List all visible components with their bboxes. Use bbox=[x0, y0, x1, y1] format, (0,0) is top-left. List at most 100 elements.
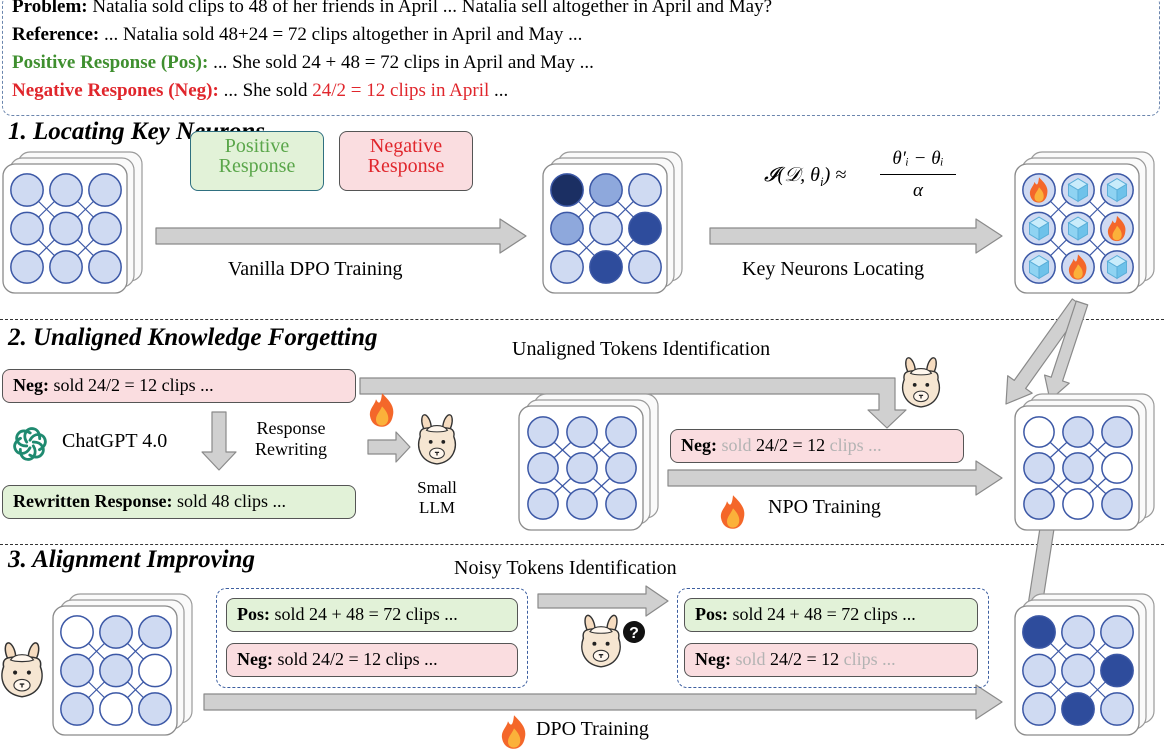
question-mark-icon: ? bbox=[623, 621, 645, 643]
neuron bbox=[99, 653, 133, 688]
neuron bbox=[49, 250, 83, 284]
rewritten-response-pill: Rewritten Response: sold 48 clips ... bbox=[2, 485, 356, 519]
section-divider-1 bbox=[0, 319, 1164, 320]
left-pair-box bbox=[216, 588, 528, 688]
problem-line: Problem: Natalia sold clips to 48 of her… bbox=[12, 0, 772, 18]
right-neg-pill: Neg: sold 24/2 = 12 clips ... bbox=[684, 643, 978, 677]
neuron bbox=[628, 173, 662, 207]
negative-response-box: Negative Response bbox=[339, 131, 473, 191]
arrow-down-left-2 bbox=[1043, 300, 1089, 401]
neuron bbox=[1022, 692, 1056, 726]
neuron bbox=[99, 615, 133, 649]
neuron bbox=[138, 615, 172, 649]
negative-text-after: ... bbox=[489, 80, 509, 101]
positive-response-box: Positive Response bbox=[190, 131, 324, 191]
neural-network-graphic bbox=[1014, 593, 1155, 736]
neuron bbox=[589, 250, 623, 284]
neuron bbox=[88, 211, 122, 246]
neuron bbox=[88, 250, 122, 284]
vanilla-dpo-label: Vanilla DPO Training bbox=[228, 258, 403, 280]
ice-cube-icon bbox=[1028, 216, 1050, 241]
positive-response-label: Positive Response bbox=[218, 135, 296, 177]
importance-formula-lhs: 𝓘(𝒟, θi) ≈ bbox=[764, 164, 847, 189]
neural-network-graphic bbox=[518, 393, 659, 531]
formula-fraction-bar bbox=[880, 174, 956, 175]
neuron bbox=[49, 173, 83, 207]
chatgpt-logo-icon bbox=[13, 427, 47, 461]
network-small-llm bbox=[518, 392, 668, 542]
neuron bbox=[1023, 488, 1055, 520]
aligned-llama-icon bbox=[1, 642, 43, 698]
network-final bbox=[1014, 592, 1164, 747]
negative-line: Negative Respones (Neg): ... She sold 24… bbox=[12, 80, 508, 102]
neuron bbox=[60, 653, 94, 688]
ice-cube-icon bbox=[1028, 255, 1050, 280]
neuron bbox=[88, 173, 122, 207]
neuron bbox=[605, 488, 637, 520]
importance-formula-denominator: α bbox=[913, 180, 923, 201]
neuron bbox=[1061, 653, 1095, 688]
section3-title: 3. Alignment Improving bbox=[8, 546, 256, 573]
neuron bbox=[550, 250, 584, 284]
arrow-down-left-1 bbox=[1005, 298, 1085, 405]
ice-cube-icon bbox=[1106, 178, 1128, 203]
importance-formula-numerator: θ′ᵢ − θᵢ bbox=[892, 148, 944, 169]
neuron bbox=[1100, 692, 1134, 726]
right-pair-box bbox=[677, 588, 989, 688]
neural-network-graphic bbox=[2, 151, 143, 294]
arrow-vanilla-dpo bbox=[155, 218, 527, 254]
fire-icon bbox=[501, 715, 526, 749]
neuron bbox=[550, 173, 584, 207]
ice-cube-icon bbox=[1106, 255, 1128, 280]
neuron bbox=[1101, 452, 1133, 484]
noisy-tokens-label: Noisy Tokens Identification bbox=[454, 557, 677, 579]
neuron bbox=[60, 692, 94, 726]
fire-icon bbox=[369, 393, 394, 427]
reference-label: Reference: bbox=[12, 24, 100, 45]
unaligned-tokens-label: Unaligned Tokens Identification bbox=[512, 338, 771, 360]
neuron bbox=[1061, 692, 1095, 726]
network-vanilla bbox=[2, 150, 152, 305]
reference-line: Reference: ... Natalia sold 48+24 = 72 c… bbox=[12, 24, 582, 46]
neuron bbox=[99, 692, 133, 726]
neuron bbox=[138, 692, 172, 726]
neuron bbox=[10, 211, 44, 246]
neuron bbox=[527, 488, 559, 520]
neuron bbox=[527, 416, 559, 448]
network-after-npo bbox=[1014, 392, 1164, 542]
negative-highlight: 24/2 = 12 clips in April bbox=[312, 80, 490, 101]
npo-training-label: NPO Training bbox=[768, 496, 881, 518]
dpo-training-label: DPO Training bbox=[536, 718, 649, 740]
neuron bbox=[1022, 615, 1056, 649]
neuron bbox=[589, 211, 623, 246]
problem-text: Natalia sold clips to 48 of her friends … bbox=[87, 0, 773, 17]
reference-text: ... Natalia sold 48+24 = 72 clips altoge… bbox=[99, 24, 583, 45]
neuron bbox=[589, 173, 623, 207]
section-divider-2 bbox=[0, 544, 1164, 545]
positive-line: Positive Response (Pos): ... She sold 24… bbox=[12, 52, 594, 74]
fire-icon bbox=[1029, 177, 1048, 203]
problem-label: Problem: bbox=[12, 0, 88, 17]
arrow-response-rewriting bbox=[201, 411, 237, 471]
neuron bbox=[566, 416, 598, 448]
right-pos-pill: Pos: sold 24 + 48 = 72 clips ... bbox=[684, 598, 978, 632]
neuron bbox=[138, 653, 172, 688]
key-neurons-locating-label: Key Neurons Locating bbox=[742, 258, 925, 280]
neuron bbox=[605, 416, 637, 448]
arrow-key-neurons-locating bbox=[709, 218, 1003, 254]
positive-label: Positive Response (Pos): bbox=[12, 52, 209, 73]
arrow-npo-training bbox=[667, 460, 1003, 496]
negative-label: Negative Respones (Neg): bbox=[12, 80, 219, 101]
neural-network-graphic bbox=[1014, 151, 1155, 294]
tokens-llama-icon bbox=[902, 357, 940, 408]
left-pos-pill: Pos: sold 24 + 48 = 72 clips ... bbox=[226, 598, 518, 632]
neuron bbox=[1062, 488, 1094, 520]
neural-network-graphic bbox=[52, 593, 193, 736]
left-neg-pill: Neg: sold 24/2 = 12 clips ... bbox=[226, 643, 518, 677]
neuron bbox=[628, 250, 662, 284]
neural-network-graphic bbox=[1014, 393, 1155, 531]
fire-icon bbox=[720, 495, 745, 529]
